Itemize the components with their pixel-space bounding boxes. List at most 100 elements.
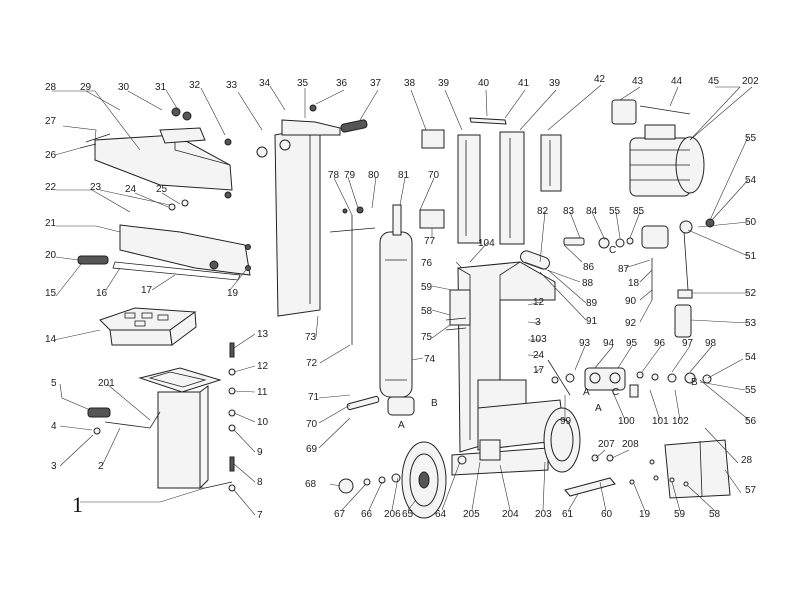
callout-84: 84 — [586, 206, 598, 217]
callout-78: 78 — [328, 170, 340, 181]
callout-14: 14 — [45, 334, 57, 345]
callout-21: 21 — [45, 218, 57, 229]
callout-26: 26 — [45, 150, 57, 161]
callout-34: 34 — [259, 78, 271, 89]
callout-11: 11 — [257, 387, 268, 398]
callout-96: 96 — [654, 338, 666, 349]
callout-58: 58 — [421, 306, 433, 317]
callout-30: 30 — [118, 82, 130, 93]
callout-82: 82 — [537, 206, 549, 217]
callout-28: 28 — [741, 455, 753, 466]
callout-13: 13 — [257, 329, 269, 340]
callout-19: 19 — [639, 509, 651, 520]
callout-203: 203 — [535, 509, 552, 520]
callout-75: 75 — [421, 332, 433, 343]
callout-32: 32 — [189, 80, 201, 91]
leader-lines — [52, 84, 753, 516]
callout-90: 90 — [625, 296, 637, 307]
callout-85: 85 — [633, 206, 645, 217]
callout-55: 55 — [745, 133, 757, 144]
callout-2: 2 — [98, 461, 104, 472]
callout-9: 9 — [257, 447, 263, 458]
callout-53: 53 — [745, 318, 757, 329]
callout-101: 101 — [652, 416, 669, 427]
callout-40: 40 — [478, 78, 490, 89]
callout-5: 5 — [51, 378, 57, 389]
lever-arm — [77, 199, 251, 281]
callout-51: 51 — [745, 251, 757, 262]
callout-65: 65 — [402, 509, 414, 520]
callout-57: 57 — [745, 485, 757, 496]
callout-92: 92 — [625, 318, 637, 329]
callout-12: 12 — [257, 361, 269, 372]
callout-83: 83 — [563, 206, 575, 217]
callout-56: 56 — [745, 416, 757, 427]
callout-204: 204 — [502, 509, 519, 520]
callout-50: 50 — [745, 217, 757, 228]
callout-81: 81 — [398, 170, 410, 181]
callout-54: 54 — [745, 352, 757, 363]
callout-38: 38 — [404, 78, 416, 89]
guard-plate — [564, 439, 731, 499]
callout-52: 52 — [745, 288, 757, 299]
callout-70: 70 — [428, 170, 440, 181]
callout-59: 59 — [674, 509, 686, 520]
base-plate — [99, 307, 197, 346]
callout-22: 22 — [45, 182, 57, 193]
callout-87: 87 — [618, 264, 630, 275]
callout-15: 15 — [45, 288, 57, 299]
callout-201: 201 — [98, 378, 115, 389]
port-letter-c: C — [609, 245, 616, 256]
callout-36: 36 — [336, 78, 348, 89]
guide-plates — [421, 117, 562, 245]
hydraulic-cylinder — [329, 204, 445, 416]
leg-column — [87, 367, 233, 490]
callout-102: 102 — [672, 416, 689, 427]
callout-80: 80 — [368, 170, 380, 181]
callout-33: 33 — [226, 80, 238, 91]
callout-23: 23 — [90, 182, 102, 193]
control-valve — [547, 359, 712, 398]
port-letter-b: B — [691, 377, 698, 388]
callout-24: 24 — [533, 350, 545, 361]
callout-54: 54 — [745, 175, 757, 186]
callout-68: 68 — [305, 479, 317, 490]
callout-43: 43 — [632, 76, 644, 87]
callout-31: 31 — [155, 82, 167, 93]
wheels — [338, 407, 581, 519]
callout-100: 100 — [618, 416, 635, 427]
callout-70: 70 — [306, 419, 318, 430]
callout-88: 88 — [582, 278, 594, 289]
callout-76: 76 — [421, 258, 433, 269]
callout-20: 20 — [45, 250, 57, 261]
callout-64: 64 — [435, 509, 447, 520]
callout-73: 73 — [305, 332, 317, 343]
callout-41: 41 — [518, 78, 530, 89]
callout-94: 94 — [603, 338, 615, 349]
callout-55: 55 — [609, 206, 621, 217]
callout-3: 3 — [51, 461, 57, 472]
callout-208: 208 — [622, 439, 639, 450]
callout-35: 35 — [297, 78, 309, 89]
port-letter-c: C — [612, 387, 619, 398]
callout-59: 59 — [421, 282, 433, 293]
callout-95: 95 — [626, 338, 638, 349]
column-bolts — [228, 342, 236, 492]
callout-91: 91 — [586, 316, 598, 327]
callout-4: 4 — [51, 421, 57, 432]
lever-cover — [79, 107, 233, 199]
callout-67: 67 — [334, 509, 346, 520]
callout-98: 98 — [705, 338, 717, 349]
port-letter-a: A — [583, 387, 590, 398]
callout-58: 58 — [709, 509, 721, 520]
pump-assembly — [520, 218, 715, 338]
callout-103: 103 — [530, 334, 547, 345]
callout-24: 24 — [125, 184, 137, 195]
callout-72: 72 — [306, 358, 318, 369]
port-letters: A B A C A C B — [398, 245, 698, 431]
port-letter-a: A — [398, 420, 405, 431]
callout-10: 10 — [257, 417, 269, 428]
callout-19: 19 — [227, 288, 239, 299]
assembly-number: 1 — [72, 492, 83, 517]
